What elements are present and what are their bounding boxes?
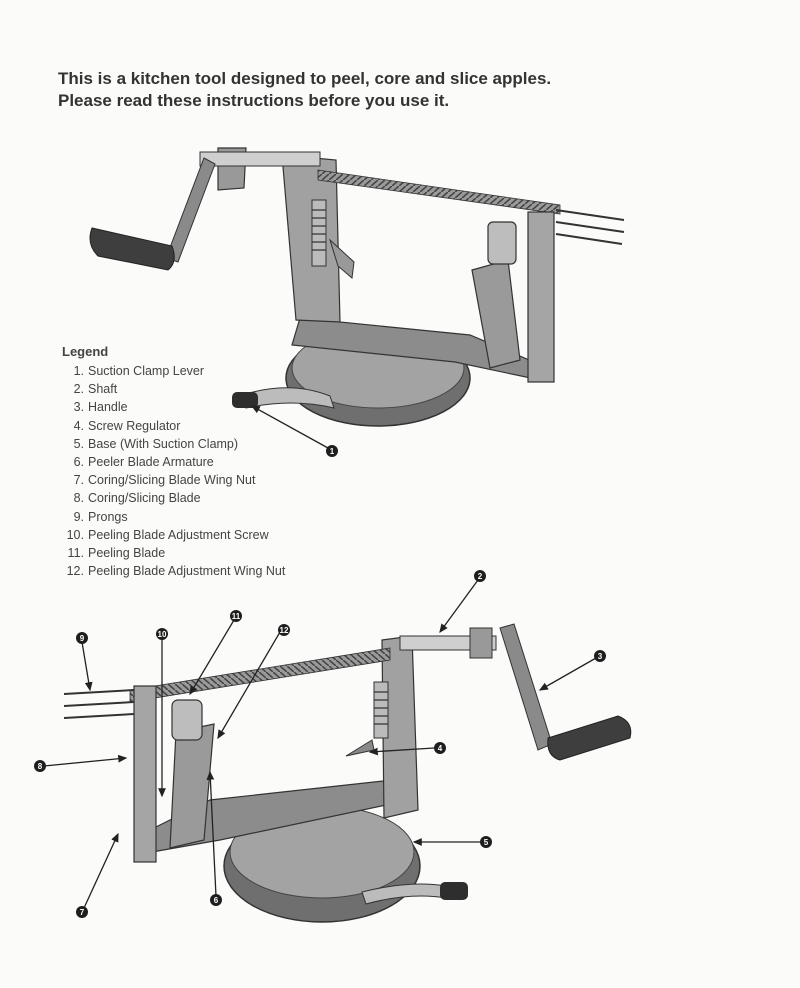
svg-text:6: 6 <box>214 896 219 905</box>
svg-text:2: 2 <box>478 572 483 581</box>
svg-text:10: 10 <box>158 630 167 639</box>
legend-item-label: Shaft <box>88 382 118 397</box>
shaft-bearing-bottom <box>469 627 493 659</box>
legend: Legend 1. Suction Clamp Lever 2. Shaft 3. Han… <box>62 344 382 580</box>
screw-regulator-bottom <box>345 681 389 757</box>
legend-list: 1. Suction Clamp Lever 2. Shaft 3. Handle 4. Sc… <box>62 362 382 580</box>
legend-item-label: Coring/Slicing Blade Wing Nut <box>88 473 256 488</box>
callout-arrows <box>43 405 597 909</box>
callout-5: 5 <box>480 836 492 848</box>
callout-10: 10 <box>156 628 168 640</box>
suction-clamp-lever-bottom <box>361 882 468 905</box>
callout-8: 8 <box>34 760 46 772</box>
callout-1: 1 <box>326 445 338 457</box>
legend-item-label: Base (With Suction Clamp) <box>88 436 239 451</box>
legend-item-label: Coring/Slicing Blade <box>88 491 201 506</box>
intro-line-2: Please read these instructions before yo… <box>58 91 450 110</box>
callout-4: 4 <box>434 742 446 754</box>
intro-text: This is a kitchen tool designed to peel,… <box>58 68 758 112</box>
legend-item-label: Peeling Blade Adjustment Screw <box>88 527 269 542</box>
svg-text:7: 7 <box>80 908 85 917</box>
legend-item-number: 11. <box>67 545 84 560</box>
legend-item-number: 2. <box>73 382 84 397</box>
legend-item-label: Screw Regulator <box>88 418 181 433</box>
callout-6: 6 <box>210 894 222 906</box>
svg-text:9: 9 <box>80 634 85 643</box>
legend-item: 3. Handle <box>62 398 382 416</box>
legend-item: 12. Peeling Blade Adjustment Wing Nut <box>62 562 382 580</box>
legend-item: 7. Coring/Slicing Blade Wing Nut <box>62 471 382 489</box>
legend-item-label: Suction Clamp Lever <box>88 364 205 378</box>
legend-item-number: 1. <box>73 364 84 378</box>
coring-slicing-blade-top <box>527 211 555 383</box>
legend-item-label: Peeler Blade Armature <box>88 454 214 469</box>
legend-item: 6. Peeler Blade Armature <box>62 453 382 471</box>
legend-item: 2. Shaft <box>62 380 382 398</box>
legend-item-number: 8. <box>73 491 84 506</box>
svg-text:8: 8 <box>38 762 43 771</box>
legend-item-number: 9. <box>73 509 84 524</box>
legend-item-label: Peeling Blade Adjustment Wing Nut <box>88 564 286 579</box>
legend-item-number: 4. <box>73 418 84 433</box>
legend-item: 5. Base (With Suction Clamp) <box>62 435 382 453</box>
callout-9: 9 <box>76 632 88 644</box>
legend-item-number: 6. <box>73 454 84 469</box>
prongs-bottom <box>63 689 135 719</box>
shaft-top <box>199 151 321 167</box>
legend-item-label: Handle <box>88 400 128 415</box>
prongs-top <box>555 209 625 245</box>
callout-3: 3 <box>594 650 606 662</box>
legend-item-number: 5. <box>73 436 84 451</box>
callout-12: 12 <box>278 624 290 636</box>
threaded-rod-top <box>317 169 561 215</box>
legend-item: 11. Peeling Blade <box>62 544 382 562</box>
crank-arm-top <box>165 157 216 263</box>
svg-text:1: 1 <box>330 447 335 456</box>
intro-line-1: This is a kitchen tool designed to peel,… <box>58 69 552 88</box>
callout-11: 11 <box>230 610 242 622</box>
legend-item-number: 10. <box>66 527 84 542</box>
legend-title: Legend <box>62 344 109 359</box>
suction-clamp-lever-top <box>232 387 335 409</box>
svg-text:12: 12 <box>280 626 289 635</box>
peeling-blade-bottom <box>171 699 203 741</box>
legend-item-label: Peeling Blade <box>88 545 166 560</box>
legend-item: 1. Suction Clamp Lever <box>62 362 382 380</box>
screw-regulator-top <box>311 199 355 279</box>
legend-item: 9. Prongs <box>62 508 382 526</box>
legend-item-label: Prongs <box>88 509 128 524</box>
svg-text:3: 3 <box>598 652 603 661</box>
svg-text:4: 4 <box>438 744 443 753</box>
peeling-blade-top <box>487 221 517 265</box>
legend-item: 4. Screw Regulator <box>62 417 382 435</box>
crank-handle-bottom <box>547 715 632 761</box>
svg-text:5: 5 <box>484 838 489 847</box>
coring-slicing-blade-bottom <box>133 685 157 863</box>
legend-item-number: 12. <box>66 564 84 579</box>
legend-item-number: 7. <box>73 473 84 488</box>
crank-handle-top <box>89 227 175 271</box>
callout-2: 2 <box>474 570 486 582</box>
callout-7: 7 <box>76 906 88 918</box>
svg-text:11: 11 <box>232 612 241 621</box>
legend-item: 10. Peeling Blade Adjustment Screw <box>62 526 382 544</box>
legend-item-number: 3. <box>73 400 84 415</box>
legend-item: 8. Coring/Slicing Blade <box>62 489 382 507</box>
